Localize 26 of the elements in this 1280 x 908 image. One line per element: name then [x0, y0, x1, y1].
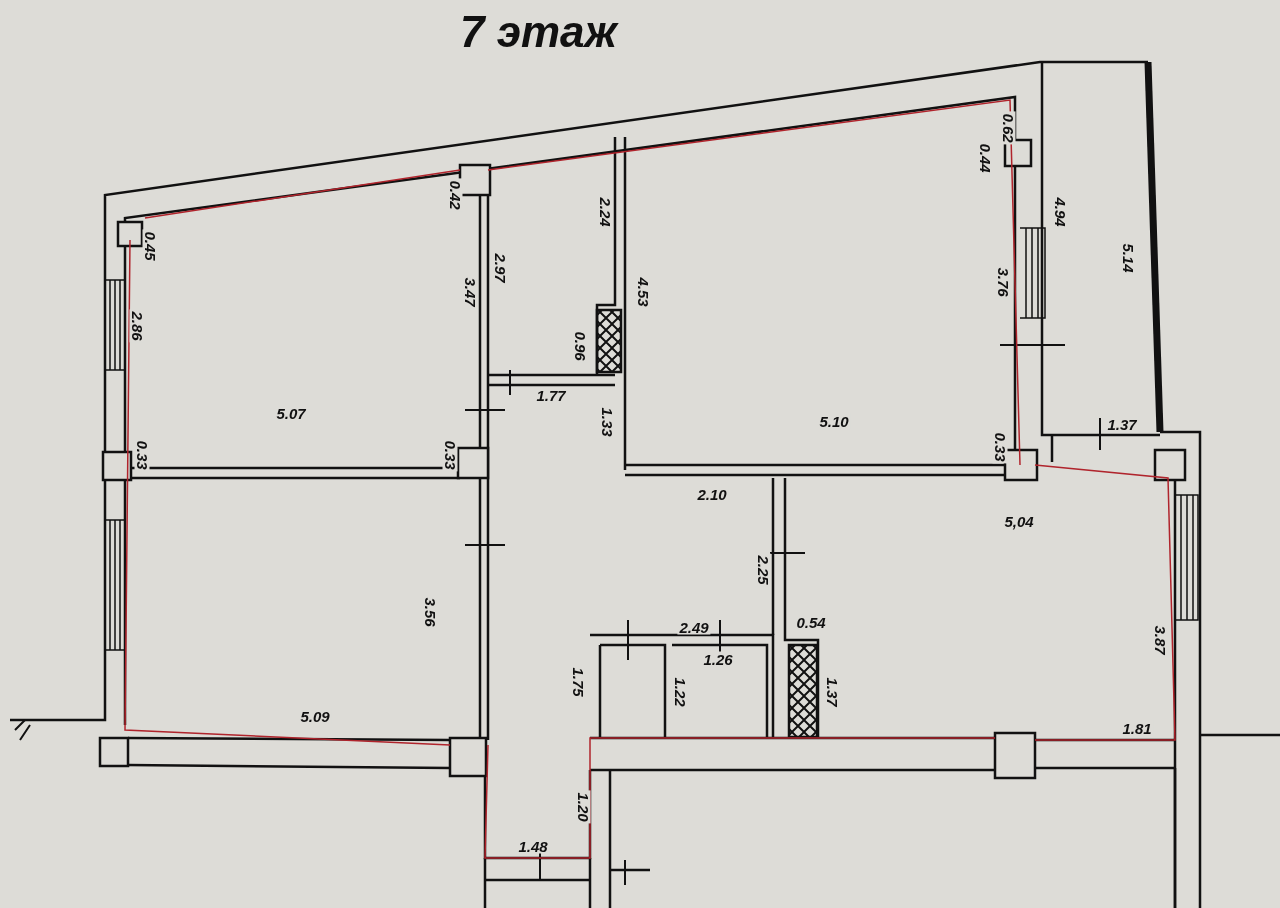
dimension-label: 0.33: [992, 430, 1008, 464]
dimension-label: 3.56: [422, 595, 438, 629]
dimension-label: 0.33: [134, 438, 150, 472]
dimension-label: 5.14: [1120, 241, 1136, 275]
dimension-label: 4.94: [1052, 195, 1068, 229]
floor-title: 7 этаж: [460, 8, 617, 57]
dimension-label: 0.44: [977, 141, 993, 175]
dimension-label: 0.45: [142, 229, 158, 263]
dimension-label: 0.33: [442, 438, 458, 472]
dimension-label: 0.42: [447, 178, 463, 212]
dimension-label: 3.76: [995, 265, 1011, 299]
dimension-label: 0.96: [572, 329, 588, 363]
dimension-label: 1.26: [701, 651, 735, 667]
dimension-label: 1.20: [575, 790, 591, 824]
dimension-label: 1.37: [824, 675, 840, 709]
dimension-label: 2.25: [755, 553, 771, 587]
dimension-label: 3.87: [1152, 623, 1168, 657]
dimension-label: 1.75: [570, 665, 586, 699]
dimension-label: 0.62: [1000, 111, 1016, 145]
dimension-label: 3.47: [462, 275, 478, 309]
dimension-label: 2.24: [597, 195, 613, 229]
dimension-label: 2.86: [129, 309, 145, 343]
dimension-label: 2.97: [492, 251, 508, 285]
dimension-label: 4.53: [635, 275, 651, 309]
dimension-label: 1.33: [599, 405, 615, 439]
dimension-label: 1.22: [672, 675, 688, 709]
